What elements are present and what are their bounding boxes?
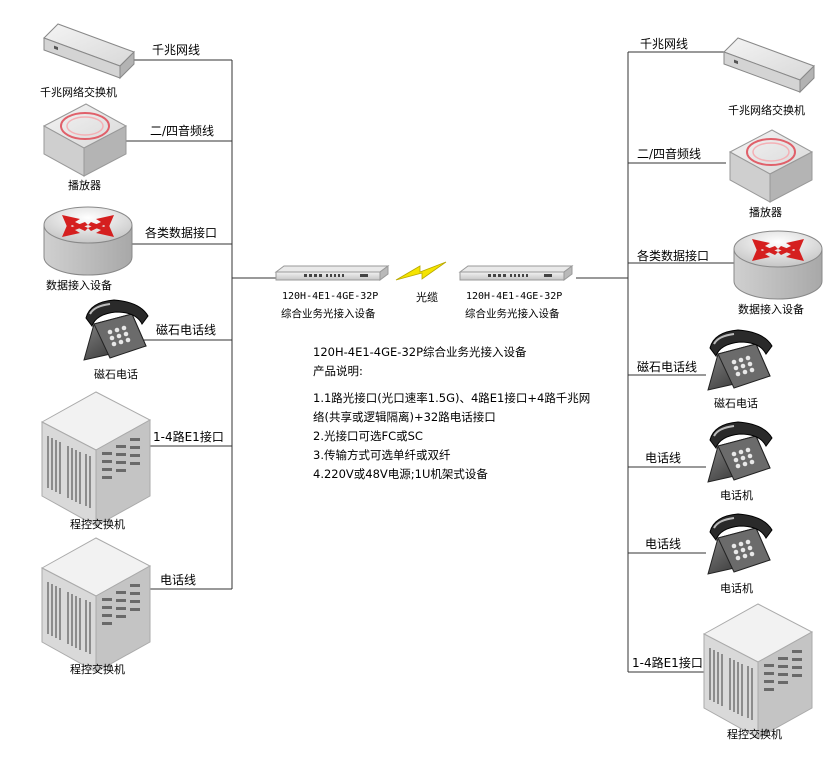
left-line-label-e1: 1-4路E1接口 xyxy=(153,430,224,444)
description-subtitle: 产品说明: xyxy=(313,364,363,378)
telephone-icon xyxy=(707,329,773,391)
left-device-caption-data: 数据接入设备 xyxy=(46,279,112,292)
player-icon xyxy=(729,129,813,203)
switch-icon xyxy=(723,37,815,93)
left-line-label-data: 各类数据接口 xyxy=(145,226,218,240)
right-device-caption-switch: 千兆网络交换机 xyxy=(728,104,805,117)
router-icon xyxy=(733,230,823,300)
description-title: 120H-4E1-4GE-32P综合业务光接入设备 xyxy=(313,345,527,359)
right-line-label-magneto: 磁石电话线 xyxy=(637,360,698,374)
fiber-label: 光缆 xyxy=(416,291,438,304)
description-item: 2.光接口可选FC或SC xyxy=(313,429,423,443)
telephone-icon xyxy=(707,513,773,575)
right-device-caption-player: 播放器 xyxy=(749,206,782,219)
left-device-caption-player: 播放器 xyxy=(68,179,101,192)
pbx-icon xyxy=(41,537,151,673)
right-line-label-audio: 二/四音频线 xyxy=(637,147,702,161)
product-description: 120H-4E1-4GE-32P综合业务光接入设备 产品说明: 1.1路光接口(… xyxy=(313,343,633,484)
fiber-unit-right-icon xyxy=(459,265,573,281)
right-device-caption-phone-2: 电话机 xyxy=(720,582,753,595)
left-line-label-audio: 二/四音频线 xyxy=(150,124,215,138)
right-line-label-data: 各类数据接口 xyxy=(637,249,710,263)
left-line-label-gigabit: 千兆网线 xyxy=(152,43,201,57)
left-device-caption-switch: 千兆网络交换机 xyxy=(40,86,117,99)
unit-right-name: 综合业务光接入设备 xyxy=(465,308,560,320)
left-line-label-magneto: 磁石电话线 xyxy=(156,323,217,337)
player-icon xyxy=(43,103,127,177)
right-device-caption-magneto: 磁石电话 xyxy=(714,397,758,410)
unit-left-model: 120H-4E1-4GE-32P xyxy=(282,291,379,302)
description-item: 4.220V或48V电源;1U机架式设备 xyxy=(313,467,488,481)
unit-right-model: 120H-4E1-4GE-32P xyxy=(466,291,563,302)
left-device-caption-pbx-2: 程控交换机 xyxy=(70,663,125,676)
description-item: 1.1路光接口(光口速率1.5G)、4路E1接口+4路千兆网 xyxy=(313,391,591,405)
right-device-caption-phone-1: 电话机 xyxy=(720,489,753,502)
right-line-label-e1: 1-4路E1接口 xyxy=(632,656,703,670)
right-line-label-phone-1: 电话线 xyxy=(645,451,682,465)
left-device-caption-pbx: 程控交换机 xyxy=(70,518,125,531)
right-connection-lines xyxy=(576,51,736,673)
unit-left-name: 综合业务光接入设备 xyxy=(281,308,376,320)
telephone-icon xyxy=(83,299,149,361)
right-device-caption-pbx: 程控交换机 xyxy=(727,728,782,741)
left-line-label-phone: 电话线 xyxy=(160,573,197,587)
pbx-icon xyxy=(703,603,813,739)
right-line-label-gigabit: 千兆网线 xyxy=(640,37,689,51)
right-line-label-phone-2: 电话线 xyxy=(645,537,682,551)
fiber-unit-left-icon xyxy=(275,265,389,281)
right-device-caption-data: 数据接入设备 xyxy=(738,303,804,316)
description-item: 3.传输方式可选单纤或双纤 xyxy=(313,448,451,462)
fiber-link-icon xyxy=(395,261,447,281)
left-device-caption-magneto: 磁石电话 xyxy=(94,368,138,381)
description-item: 络(共享或逻辑隔离)+32路电话接口 xyxy=(313,410,496,424)
pbx-icon xyxy=(41,391,151,527)
telephone-icon xyxy=(707,421,773,483)
router-icon xyxy=(43,206,133,276)
switch-icon xyxy=(43,23,135,79)
